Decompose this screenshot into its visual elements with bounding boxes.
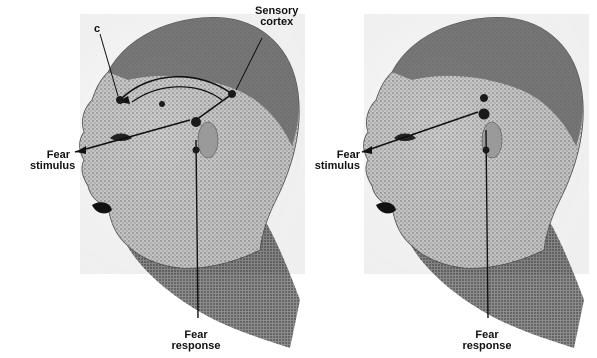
left-node-amygdala bbox=[191, 117, 201, 127]
right-shading bbox=[364, 14, 589, 274]
right-label-fear-stimulus: Fear stimulus bbox=[314, 150, 360, 172]
left-node-lower bbox=[193, 147, 200, 154]
left-ear bbox=[198, 122, 218, 158]
left-node-mid bbox=[159, 101, 165, 107]
right-node-top bbox=[480, 94, 488, 102]
right-node-amygdala bbox=[479, 109, 490, 120]
right-fear-response-line-2: response bbox=[459, 341, 515, 352]
left-fear-stimulus-line-2: stimulus bbox=[30, 161, 70, 172]
left-fear-response-line-2: response bbox=[168, 341, 224, 352]
right-head bbox=[362, 14, 589, 348]
left-head bbox=[75, 14, 305, 348]
right-label-fear-response: Fear response bbox=[459, 330, 515, 352]
c-label-text: c bbox=[94, 24, 100, 35]
left-label-c: c bbox=[94, 24, 100, 35]
left-label-sensory-cortex: Sensory cortex bbox=[255, 6, 298, 28]
left-node-cortex bbox=[228, 90, 236, 98]
left-shading bbox=[80, 14, 305, 274]
left-node-c bbox=[116, 96, 124, 104]
right-fear-stimulus-line-2: stimulus bbox=[314, 161, 360, 172]
sensory-cortex-line-2: cortex bbox=[255, 17, 298, 28]
left-label-fear-stimulus: Fear stimulus bbox=[30, 150, 70, 172]
right-node-lower bbox=[483, 147, 490, 154]
left-label-fear-response: Fear response bbox=[168, 330, 224, 352]
